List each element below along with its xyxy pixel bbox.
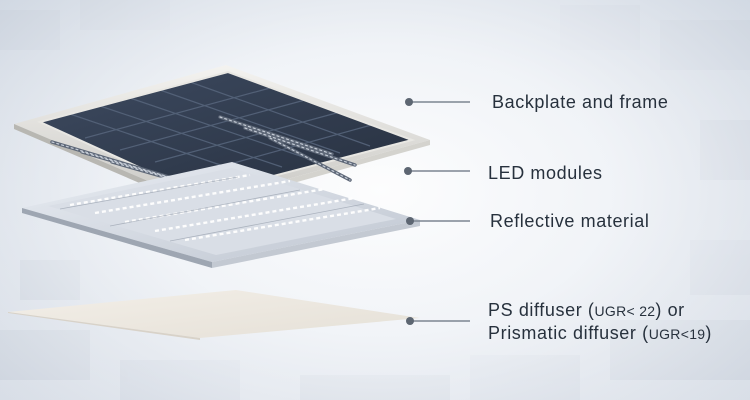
reflective-tray xyxy=(22,162,420,268)
diffuser-sheet xyxy=(8,290,420,340)
leader-dot-backplate xyxy=(405,98,413,106)
label-led: LED modules xyxy=(488,162,603,184)
diffuser-line2-part-a: Prismatic diffuser ( xyxy=(488,323,649,343)
diffuser-line1-ugr: UGR< 22 xyxy=(594,303,656,319)
label-reflective: Reflective material xyxy=(490,210,649,232)
label-backplate: Backplate and frame xyxy=(492,91,669,113)
diffuser-line2-ugr: UGR<19 xyxy=(648,326,706,342)
leader-dot-reflective xyxy=(406,217,414,225)
label-diffuser-line2: Prismatic diffuser (UGR<19) xyxy=(488,322,712,345)
leader-dot-led xyxy=(404,167,412,175)
leader-dot-diffuser xyxy=(406,317,414,325)
diffuser-line1-part-a: PS diffuser ( xyxy=(488,300,595,320)
leader-lines xyxy=(404,98,470,325)
label-led-text: LED modules xyxy=(488,163,603,183)
label-reflective-text: Reflective material xyxy=(490,211,650,231)
label-backplate-text: Backplate and frame xyxy=(492,92,669,112)
diffuser-line2-part-c: ) xyxy=(705,323,712,343)
label-diffuser: PS diffuser (UGR< 22) or Prismatic diffu… xyxy=(488,299,712,345)
label-diffuser-line1: PS diffuser (UGR< 22) or xyxy=(488,299,712,322)
diffuser-line1-part-c: ) or xyxy=(655,300,685,320)
